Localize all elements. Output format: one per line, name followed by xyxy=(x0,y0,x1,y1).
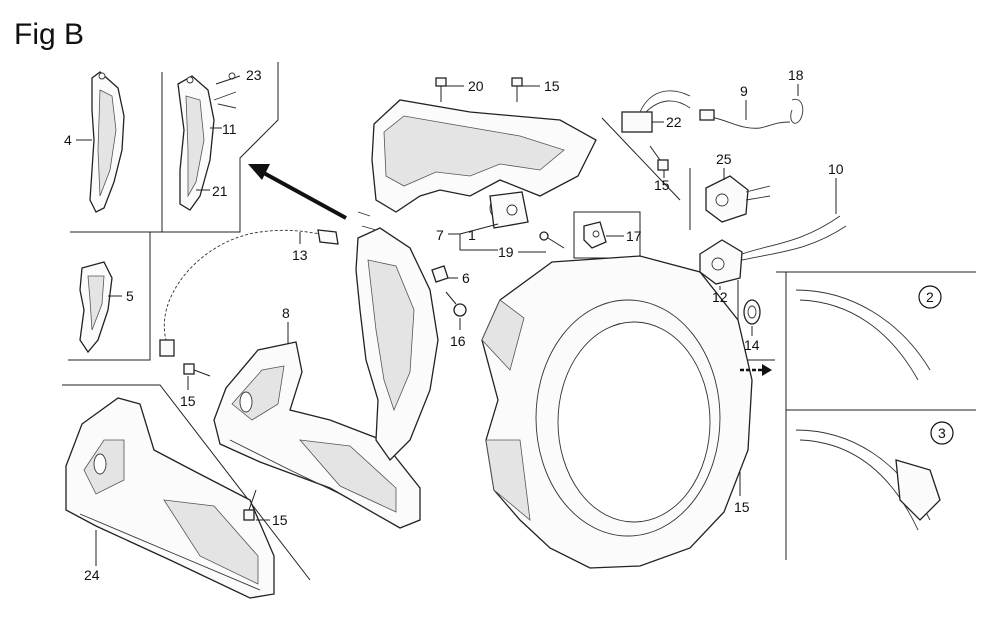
part-24-bottom-shroud xyxy=(65,397,275,599)
figure-title: Fig B xyxy=(14,18,84,51)
callout-15-left: 15 xyxy=(180,393,196,409)
callout-1: 1 xyxy=(468,227,476,243)
callout-8: 8 xyxy=(282,305,290,321)
callout-21: 21 xyxy=(212,183,228,199)
callout-labels: 4 23 11 21 5 13 8 15 15 24 20 15 7 1 19 … xyxy=(64,67,946,583)
callout-17: 17 xyxy=(626,228,642,244)
part-9-wire xyxy=(699,109,791,129)
detail-views xyxy=(776,271,976,560)
callout-6: 6 xyxy=(462,270,470,286)
view-3-label: 3 xyxy=(938,425,946,441)
part-21-cover xyxy=(177,72,237,211)
part-17-clip xyxy=(583,221,607,249)
callout-11: 11 xyxy=(222,121,237,137)
callout-10: 10 xyxy=(828,161,844,177)
callout-16: 16 xyxy=(450,333,466,349)
bolt-15-mid xyxy=(649,145,669,171)
callout-24: 24 xyxy=(84,567,100,583)
callout-5: 5 xyxy=(126,288,134,304)
leader-lines xyxy=(76,75,837,566)
callout-13: 13 xyxy=(292,247,308,263)
callout-12: 12 xyxy=(712,289,728,305)
part-22-switch xyxy=(621,90,691,133)
nut-6 xyxy=(431,265,449,283)
bolt-15-top xyxy=(511,77,523,102)
part-5-bracket xyxy=(79,261,113,354)
bolt-20 xyxy=(435,77,447,102)
callout-7: 7 xyxy=(436,227,444,243)
bolt-15-left xyxy=(183,363,211,377)
callout-18: 18 xyxy=(788,67,804,83)
part-13-cable xyxy=(159,229,339,357)
part-18-clip xyxy=(790,98,804,124)
callout-20: 20 xyxy=(468,78,484,94)
callout-23: 23 xyxy=(246,67,262,83)
callout-15-top: 15 xyxy=(544,78,560,94)
callout-14: 14 xyxy=(744,337,760,353)
bolt-19 xyxy=(539,231,565,249)
part-4-air-guide xyxy=(89,71,125,213)
top-shroud-bracket xyxy=(371,99,597,229)
callout-9: 9 xyxy=(740,83,748,99)
callout-15-mid: 15 xyxy=(654,177,670,193)
view-2-label: 2 xyxy=(926,289,934,305)
bolt-16 xyxy=(445,291,467,317)
callout-25: 25 xyxy=(716,151,732,167)
callout-15-fan: 15 xyxy=(734,499,750,515)
view-arrow xyxy=(740,364,772,376)
inset-frames xyxy=(62,62,775,581)
callout-4: 4 xyxy=(64,132,72,148)
callout-22: 22 xyxy=(666,114,682,130)
bolt-15-bottom xyxy=(243,489,257,521)
callout-15-bottom: 15 xyxy=(272,512,288,528)
part-14-grommet xyxy=(743,299,761,325)
fan-cover-shroud xyxy=(481,255,753,569)
callout-19: 19 xyxy=(498,244,514,260)
part-25-switch xyxy=(705,175,771,223)
bolts xyxy=(183,77,737,521)
direction-arrow xyxy=(248,164,347,220)
center-side-cover xyxy=(355,211,439,462)
part-12-switch xyxy=(699,215,847,285)
